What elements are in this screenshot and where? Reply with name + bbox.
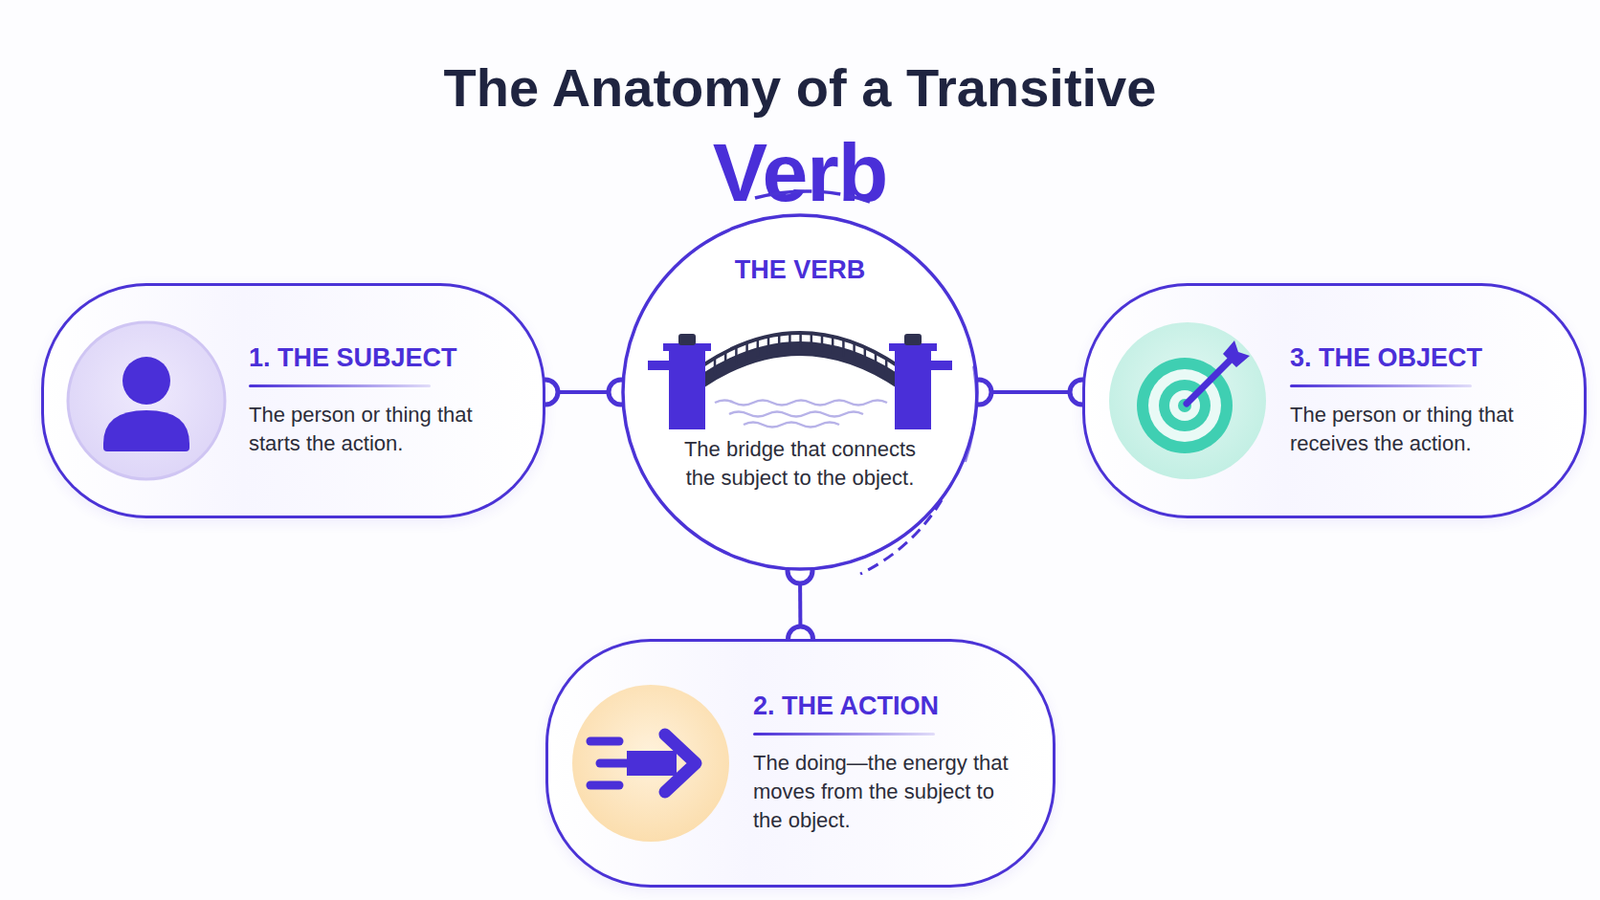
connector [966, 379, 1095, 405]
node-body: The person or thing that receives the ac… [1289, 400, 1549, 458]
verb-ring [592, 184, 1008, 600]
node-heading: THE VERB [734, 255, 867, 286]
node-body: The person or thing that starts the acti… [248, 400, 508, 458]
heading-underline [1289, 384, 1472, 388]
verb-body-wrap: The bridge that connects the subject to … [678, 435, 922, 492]
object-pill: 3. THE OBJECT The person or thing that re… [1082, 283, 1587, 519]
node-heading: 3. THE OBJECT [1289, 343, 1549, 374]
node-body: The bridge that connects the subject to … [678, 435, 922, 492]
target-icon [1106, 319, 1269, 483]
heading-underline [753, 733, 935, 736]
action-pill: 2. THE ACTION The doing—the energy that m… [545, 639, 1056, 889]
verb-heading-wrap: THE VERB [621, 255, 979, 286]
connector [787, 558, 814, 652]
heading-underline [248, 384, 431, 388]
node-heading: 1. THE SUBJECT [248, 343, 508, 374]
text-column: 2. THE ACTION The doing—the energy that m… [753, 642, 1012, 886]
arrow-icon [569, 682, 733, 845]
text-column: 1. THE SUBJECT The person or thing that s… [248, 286, 508, 516]
node-heading: 2. THE ACTION [753, 691, 1012, 722]
bridge-illustration [647, 309, 953, 434]
text-column: 3. THE OBJECT The person or thing that re… [1289, 286, 1549, 516]
subject-pill: 1. THE SUBJECT The person or thing that s… [41, 283, 546, 519]
verb-circle: THE VERB The bridge that connects the sub… [621, 213, 979, 572]
person-icon [65, 319, 228, 483]
node-body: The doing—the energy that moves from the… [753, 749, 1012, 835]
connector [533, 379, 634, 405]
